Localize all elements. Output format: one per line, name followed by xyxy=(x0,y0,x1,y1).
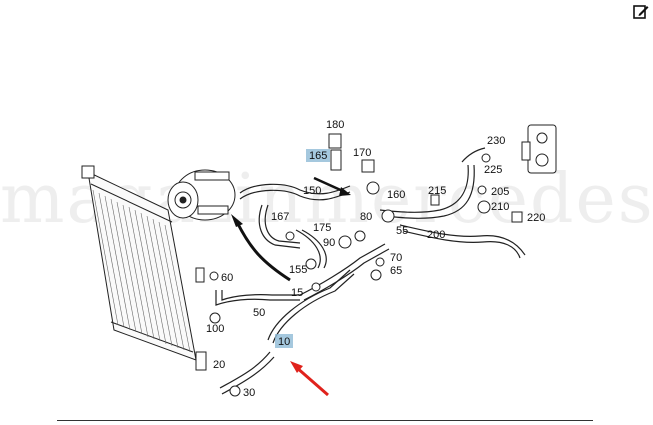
bottom-divider xyxy=(57,420,593,421)
callout-80[interactable]: 80 xyxy=(360,211,372,223)
callout-170[interactable]: 170 xyxy=(353,147,371,159)
highlight-165 xyxy=(306,149,330,162)
callout-167[interactable]: 167 xyxy=(271,211,289,223)
expansion-valve xyxy=(521,124,557,174)
direction-arrows xyxy=(231,176,351,282)
callout-15[interactable]: 15 xyxy=(291,287,303,299)
callout-165[interactable]: 165 xyxy=(309,150,327,162)
callout-155[interactable]: 155 xyxy=(289,264,307,276)
callout-100[interactable]: 100 xyxy=(206,323,224,335)
callout-205[interactable]: 205 xyxy=(491,186,509,198)
callout-175[interactable]: 175 xyxy=(313,222,331,234)
callout-90[interactable]: 90 xyxy=(323,237,335,249)
callout-arrow xyxy=(290,361,329,397)
highlight-10 xyxy=(275,334,293,348)
callout-10[interactable]: 10 xyxy=(278,336,290,348)
callout-210[interactable]: 210 xyxy=(491,201,509,213)
refrigerant-lines xyxy=(215,147,526,395)
callout-55[interactable]: 55 xyxy=(396,225,408,237)
callout-200[interactable]: 200 xyxy=(427,229,445,241)
callout-180[interactable]: 180 xyxy=(326,119,344,131)
edit-pencil-icon[interactable] xyxy=(633,4,649,20)
callout-150[interactable]: 150 xyxy=(303,185,321,197)
condenser xyxy=(81,165,207,371)
callout-230[interactable]: 230 xyxy=(487,135,505,147)
callout-220[interactable]: 220 xyxy=(527,212,545,224)
callout-160[interactable]: 160 xyxy=(387,189,405,201)
callout-70[interactable]: 70 xyxy=(390,252,402,264)
callout-20[interactable]: 20 xyxy=(213,359,225,371)
callout-50[interactable]: 50 xyxy=(253,307,265,319)
fittings xyxy=(209,133,523,397)
compressor xyxy=(167,169,236,221)
callout-225[interactable]: 225 xyxy=(484,164,502,176)
callout-215[interactable]: 215 xyxy=(428,185,446,197)
callout-60[interactable]: 60 xyxy=(221,272,233,284)
callout-30[interactable]: 30 xyxy=(243,387,255,399)
callout-65[interactable]: 65 xyxy=(390,265,402,277)
callout-labels: 180 165 170 150 160 167 175 80 90 55 70 … xyxy=(206,119,545,399)
